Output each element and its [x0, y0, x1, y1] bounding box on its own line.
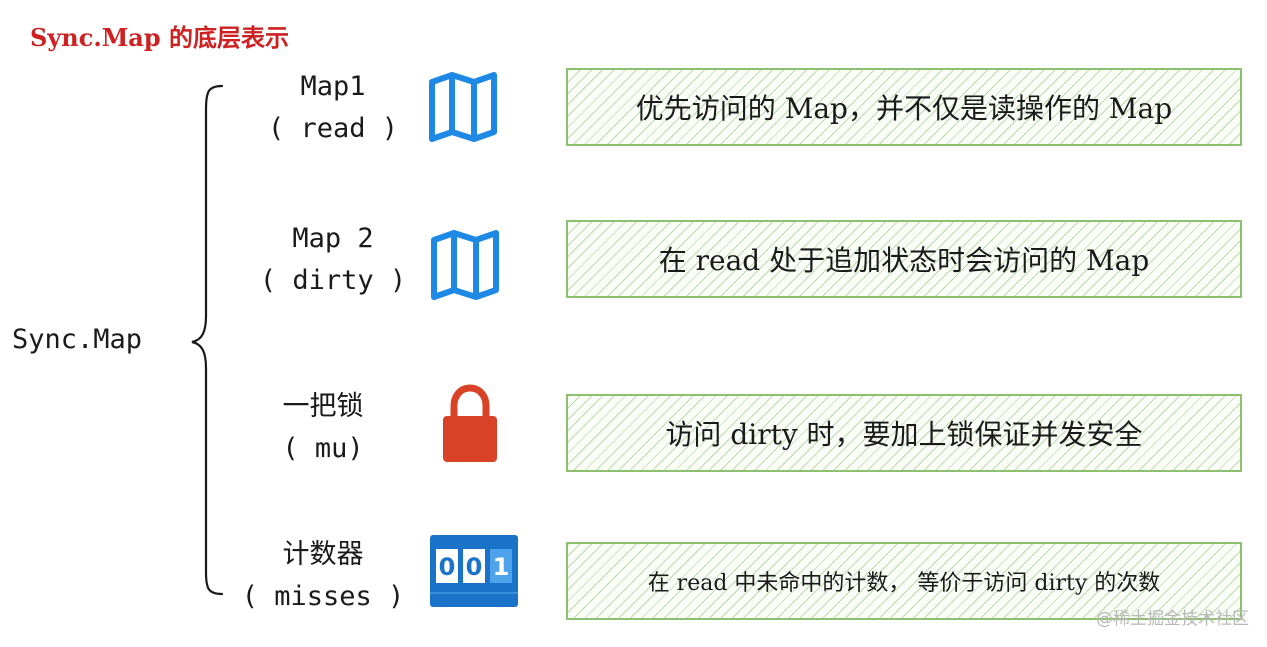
item-label-lock: 一把锁 ( mu) — [218, 386, 428, 470]
item-field: ( mu) — [282, 433, 364, 464]
description-text: 访问 dirty 时，要加上锁保证并发安全 — [665, 418, 1143, 451]
counter-digit-cell — [490, 549, 512, 583]
counter-digit: 0 — [466, 553, 483, 581]
diagram-title: Sync.Map 的底层表示 — [30, 23, 289, 52]
counter-digit-cell — [436, 549, 458, 583]
description-text: 在 read 中未命中的计数， 等价于访问 dirty 的次数 — [647, 571, 1161, 596]
item-label-counter: 计数器 ( misses ) — [218, 534, 428, 618]
item-field: ( read ) — [267, 113, 399, 144]
description-box-read: 优先访问的 Map，并不仅是读操作的 Map — [566, 68, 1242, 146]
counter-digit: 1 — [493, 553, 510, 581]
watermark: @稀土掘金技术社区 — [1096, 609, 1249, 629]
description-text: 在 read 处于追加状态时会访问的 Map — [658, 244, 1150, 277]
lock-icon — [443, 384, 497, 462]
curly-brace — [191, 84, 224, 596]
item-field: ( dirty ) — [259, 265, 407, 296]
description-box-misses: 在 read 中未命中的计数， 等价于访问 dirty 的次数 — [566, 542, 1242, 620]
counter-digit-cell — [463, 549, 485, 583]
map-icon — [431, 230, 499, 300]
item-name: Map1 — [300, 71, 366, 102]
item-label-map2: Map 2 ( dirty ) — [228, 218, 438, 302]
counter-icon: 0 0 1 — [430, 535, 518, 607]
item-field: ( misses ) — [241, 581, 405, 612]
item-label-map1: Map1 ( read ) — [228, 66, 438, 150]
item-name: Map 2 — [292, 223, 374, 254]
map-icon — [429, 72, 497, 142]
description-text: 优先访问的 Map，并不仅是读操作的 Map — [635, 92, 1173, 125]
item-name: 计数器 — [282, 539, 364, 570]
item-name: 一把锁 — [282, 391, 364, 422]
root-label: Sync.Map — [12, 324, 143, 355]
description-box-mu: 访问 dirty 时，要加上锁保证并发安全 — [566, 394, 1242, 472]
counter-digit: 0 — [439, 553, 456, 581]
description-box-dirty: 在 read 处于追加状态时会访问的 Map — [566, 220, 1242, 298]
